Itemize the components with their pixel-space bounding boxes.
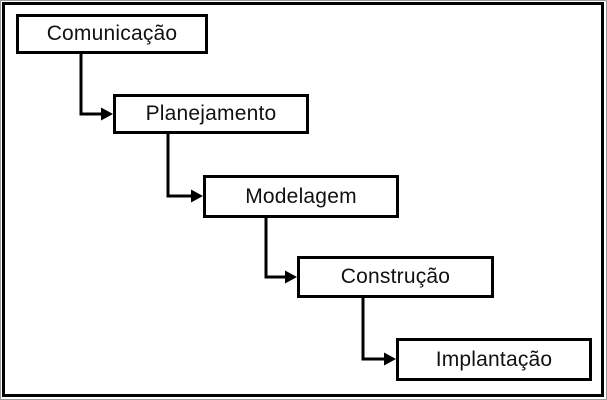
stage-label-construcao: Construção bbox=[340, 265, 451, 288]
arrow-construcao-implantacao bbox=[361, 296, 396, 366]
stage-box-planejamento: Planejamento bbox=[113, 94, 309, 134]
stage-box-implantacao: Implantação bbox=[396, 338, 592, 381]
stage-box-comunicacao: Comunicação bbox=[16, 14, 208, 54]
stage-label-comunicacao: Comunicação bbox=[46, 22, 178, 45]
stage-label-modelagem: Modelagem bbox=[245, 184, 357, 208]
arrow-comunicacao-planejamento bbox=[79, 52, 113, 121]
stage-box-construcao: Construção bbox=[297, 256, 494, 298]
stage-box-modelagem: Modelagem bbox=[203, 175, 399, 218]
arrow-modelagem-construcao bbox=[264, 216, 297, 284]
stage-label-planejamento: Planejamento bbox=[145, 102, 277, 125]
arrow-planejamento-modelagem bbox=[166, 132, 203, 203]
stage-label-implantacao: Implantação bbox=[435, 347, 553, 371]
